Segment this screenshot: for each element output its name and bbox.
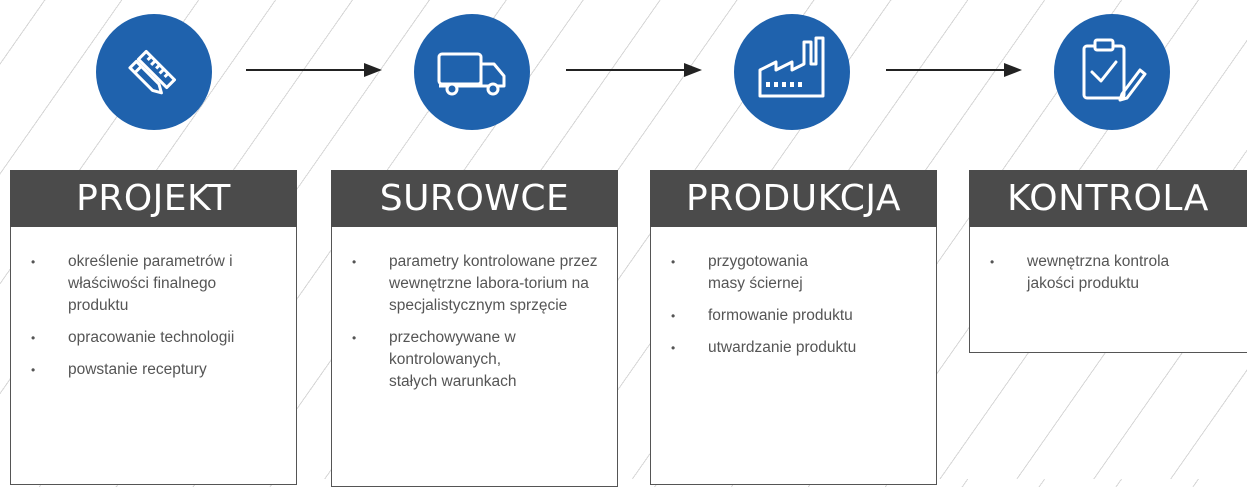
pencil-ruler-icon	[128, 49, 177, 95]
step-body: parametry kontrolowane przez wewnętrzne …	[331, 227, 618, 487]
bullet-list: określenie parametrów i właściwości fina…	[11, 227, 296, 381]
list-item: wewnętrzna kontrola jakości produktu	[970, 251, 1247, 295]
arrow-1-icon	[246, 63, 382, 77]
step-2-icon-circle	[414, 14, 530, 130]
list-item: przygotowania masy ściernej	[651, 251, 936, 295]
arrow-3-icon	[886, 63, 1022, 77]
step-1-icon-circle	[96, 14, 212, 130]
bullet-list: przygotowania masy ściernej formowanie p…	[651, 227, 936, 359]
step-3-icon-circle	[734, 14, 850, 130]
list-item: opracowanie technologii	[11, 327, 296, 349]
step-surowce: SUROWCE parametry kontrolowane przez wew…	[331, 170, 618, 487]
list-item: powstanie receptury	[11, 359, 296, 381]
truck-icon	[437, 52, 506, 96]
step-title: PROJEKT	[10, 170, 297, 227]
factory-icon	[758, 36, 825, 98]
bullet-list: parametry kontrolowane przez wewnętrzne …	[332, 227, 617, 393]
list-item: formowanie produktu	[651, 305, 936, 327]
step-title: KONTROLA	[969, 170, 1247, 227]
step-4-icon-circle	[1054, 14, 1170, 130]
step-body: przygotowania masy ściernej formowanie p…	[650, 227, 937, 485]
clipboard-check-icon	[1082, 38, 1147, 102]
step-body: wewnętrzna kontrola jakości produktu	[969, 227, 1247, 353]
step-title: PRODUKCJA	[650, 170, 937, 227]
list-item: określenie parametrów i właściwości fina…	[11, 251, 296, 317]
step-produkcja: PRODUKCJA przygotowania masy ściernej fo…	[650, 170, 937, 485]
step-title: SUROWCE	[331, 170, 618, 227]
bullet-list: wewnętrzna kontrola jakości produktu	[970, 227, 1247, 295]
arrow-2-icon	[566, 63, 702, 77]
list-item: utwardzanie produktu	[651, 337, 936, 359]
list-item: parametry kontrolowane przez wewnętrzne …	[332, 251, 617, 317]
step-kontrola: KONTROLA wewnętrzna kontrola jakości pro…	[969, 170, 1247, 353]
list-item: przechowywane w kontrolowanych, stałych …	[332, 327, 617, 393]
step-projekt: PROJEKT określenie parametrów i właściwo…	[10, 170, 297, 485]
step-body: określenie parametrów i właściwości fina…	[10, 227, 297, 485]
